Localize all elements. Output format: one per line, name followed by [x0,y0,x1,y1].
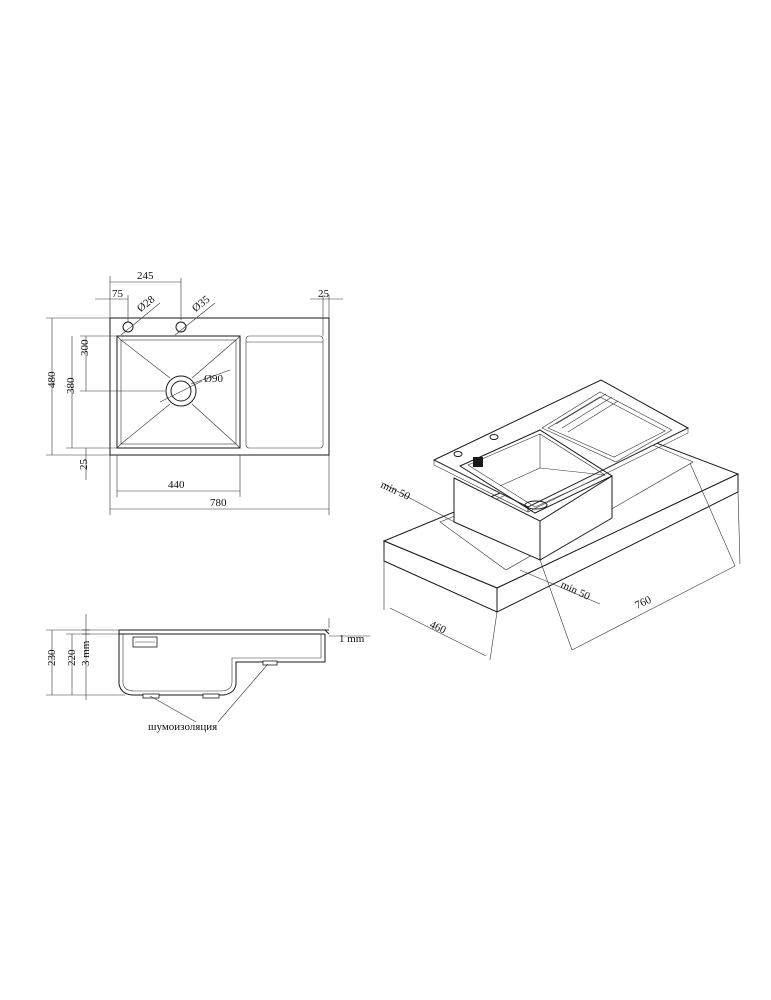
drainboard-outline [245,335,324,449]
dim-d90-label: Ø90 [204,373,223,385]
dim-440-label: 440 [168,479,185,491]
min50-left-label: min 50 [379,479,412,503]
side-view: 230 220 3 mm 1 mm шумоизоляция [46,614,370,733]
min50-right-label: min 50 [559,579,592,603]
tap-hole-2 [175,321,187,333]
dim-300-label: 300 [79,339,91,356]
iso-bowl-opening [458,429,614,514]
dim-480-label: 480 [46,371,58,388]
dim-1mm-label: 1 mm [339,633,365,645]
tap-hole-1 [122,321,134,333]
top-view: 245 75 Ø28 Ø35 25 480 380 300 Ø90 25 440… [46,270,343,515]
dim-75-label: 75 [112,288,124,300]
dim-25-right-label: 25 [318,288,330,300]
dim-380-label: 380 [65,377,77,394]
iso-tap-hole-1 [489,434,499,440]
side-bowl-outline [118,630,326,696]
dim-780-label: 780 [210,497,227,509]
isometric-view: min 50 min 50 460 760 [379,379,741,661]
drain-inner [170,380,192,402]
dim-d35-label: Ø35 [190,293,213,314]
dim-245-label: 245 [137,270,154,282]
iso-drain [524,500,548,510]
brand-logo-mark [473,457,483,467]
dim-760-label: 760 [633,594,653,612]
dim-460-label: 460 [428,619,448,637]
sink-outline-top [109,317,330,456]
iso-drainboard [541,391,673,463]
drain-outer [165,375,197,407]
iso-tap-hole-2 [453,451,463,457]
insulation-label: шумоизоляция [148,721,217,733]
dim-25-bottom-label: 25 [78,459,90,471]
dim-3mm-label: 3 mm [80,640,92,666]
dim-230-label: 230 [46,649,58,666]
bowl-outline-outer [116,335,241,449]
dim-d28-label: Ø28 [135,293,158,314]
bowl-outline-inner [120,339,237,445]
dim-220-label: 220 [66,649,78,666]
bowl-body-side [539,475,613,561]
